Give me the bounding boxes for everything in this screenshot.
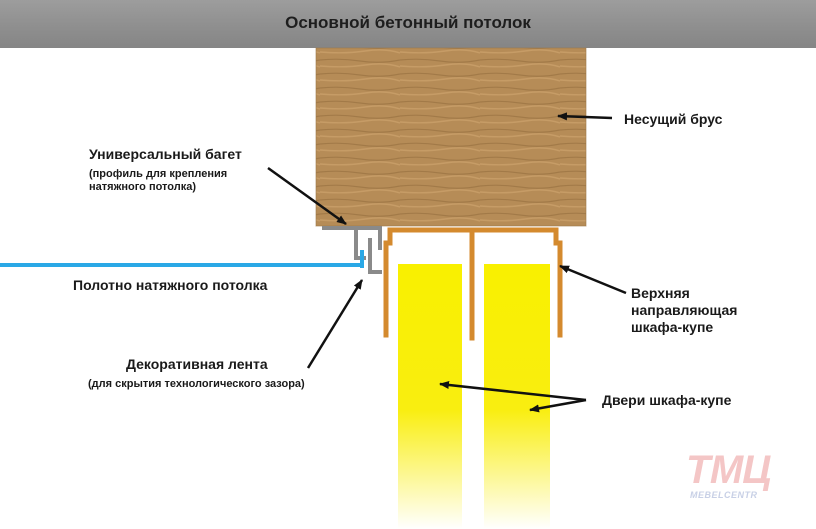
door-arrow-right: [529, 398, 587, 413]
ceiling-title: Основной бетонный потолок: [285, 13, 531, 32]
wardrobe-door-right: [484, 264, 550, 529]
baguette-label: Универсальный багет: [89, 146, 242, 162]
baguette-arrow: [267, 166, 347, 226]
tape-label: Декоративная лента: [126, 356, 268, 372]
rail-label-line2: направляющая: [631, 302, 738, 318]
concrete-ceiling: [0, 0, 816, 48]
rail-label-line1: Верхняя: [631, 285, 690, 301]
membrane-label: Полотно натяжного потолка: [73, 277, 268, 293]
baguette-note: (профиль для крепления натяжного потолка…: [89, 168, 228, 194]
beam-arrow: [557, 112, 613, 121]
upper-guide-rail: [383, 227, 563, 341]
wardrobe-door-left: [398, 264, 462, 529]
load-bearing-beam: [316, 48, 586, 226]
tape-arrow: [306, 279, 364, 369]
tape-note: (для скрытия технологического зазора): [88, 378, 305, 390]
door-arrow-left: [439, 381, 587, 402]
doors-label: Двери шкафа-купе: [602, 392, 732, 408]
logo-mark: ТМЦ: [686, 448, 771, 492]
rail-label-line3: шкафа-купе: [631, 319, 714, 335]
logo-subtitle: MEBELCENTR: [690, 490, 758, 500]
brand-logo: ТМЦ MEBELCENTR: [686, 448, 806, 508]
rail-arrow: [559, 264, 627, 295]
beam-label: Несущий брус: [624, 111, 723, 127]
